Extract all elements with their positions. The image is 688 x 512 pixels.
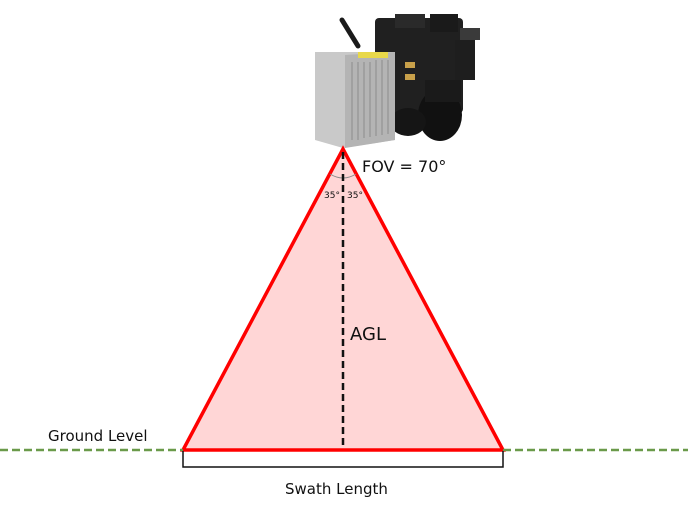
- lidar-scanner-icon: [315, 14, 480, 148]
- agl-label: AGL: [350, 324, 386, 345]
- half-angle-left-label: 35°: [324, 191, 340, 201]
- fov-label: FOV = 70°: [362, 157, 446, 176]
- ground-level-label: Ground Level: [48, 427, 148, 445]
- swath-bracket: [182, 451, 504, 468]
- swath-length-label: Swath Length: [285, 480, 388, 498]
- half-angle-right-label: 35°: [347, 191, 363, 201]
